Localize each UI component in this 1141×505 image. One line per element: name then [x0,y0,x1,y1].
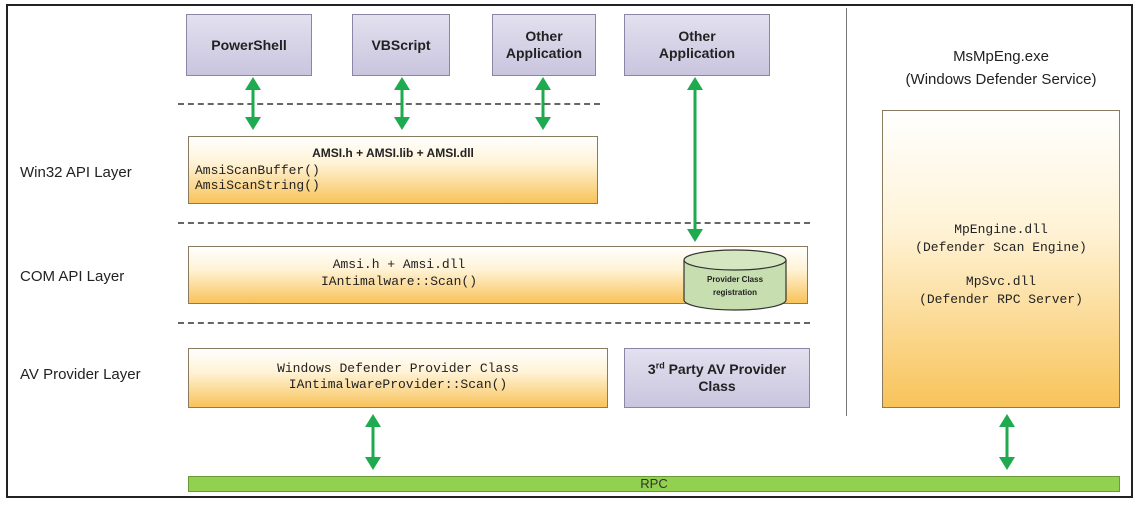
win32-api-box: AMSI.h + AMSI.lib + AMSI.dll AmsiScanBuf… [188,136,598,204]
service-name: MsMpEng.exe [953,48,1049,65]
provider-class-registration-line2: registration [713,288,757,297]
third-party-av-provider-line2: Class [698,378,736,394]
win32-api-layer-label: Win32 API Layer [20,164,132,181]
arrow-defender-provider-to-rpc [365,414,381,470]
windows-defender-service-box: MpEngine.dll (Defender Scan Engine) MpSv… [882,110,1120,408]
arrow-other-app-to-com [687,77,703,242]
other-application-label-line2: Application [658,45,736,61]
other-application-label-line1: Other [525,28,563,44]
mp-engine-description: (Defender Scan Engine) [915,240,1087,255]
defender-provider-scan-method: IAntimalwareProvider::Scan() [288,377,508,392]
arrow-service-to-rpc [999,414,1015,470]
amsi-scan-buffer-function: AmsiScanBuffer() [195,163,320,178]
service-description: (Windows Defender Service) [905,71,1097,88]
av-provider-layer-label: AV Provider Layer [20,366,141,383]
rpc-label: RPC [640,476,668,491]
third-party-label: Party AV Provider [664,361,787,377]
rpc-bar: RPC [188,476,1120,492]
other-application-box-2: Other Application [624,14,770,76]
windows-defender-provider-box: Windows Defender Provider Class IAntimal… [188,348,608,408]
separator-win32-com [178,222,810,224]
powershell-box: PowerShell [186,14,312,76]
win32-api-title: AMSI.h + AMSI.lib + AMSI.dll [312,146,474,160]
powershell-label: PowerShell [211,36,287,53]
service-separator-line [846,8,847,416]
arrow-other-app-to-amsi [535,77,551,130]
amsi-scan-string-function: AmsiScanString() [195,178,320,193]
com-api-layer-label: COM API Layer [20,268,125,285]
third-party-ordinal: rd [655,360,665,371]
mp-svc-description: (Defender RPC Server) [919,292,1083,307]
third-party-number: 3 [647,361,656,377]
mp-svc-dll: MpSvc.dll [965,274,1037,289]
separator-com-provider [178,322,810,324]
mp-engine-dll: MpEngine.dll [954,222,1048,237]
provider-class-registration-line1: Provider Class [707,275,764,284]
other-application-box-1: Other Application [492,14,596,76]
arrow-vbscript-to-amsi [394,77,410,130]
defender-provider-class-label: Windows Defender Provider Class [277,361,519,376]
third-party-av-provider-box: 3rd Party AV Provider Class [624,348,810,408]
other-application-label-line1: Other [678,28,716,44]
vbscript-box: VBScript [352,14,450,76]
other-application-label-line2: Application [505,45,583,61]
arrow-powershell-to-amsi [245,77,261,130]
separator-apps-win32 [178,103,600,105]
third-party-av-provider-line1: 3rd Party AV Provider [648,361,786,378]
com-api-scan-method: IAntimalware::Scan() [320,274,478,289]
vbscript-label: VBScript [371,36,431,53]
provider-class-registration-database: Provider Class registration [683,249,787,311]
com-api-title: Amsi.h + Amsi.dll [332,257,466,272]
